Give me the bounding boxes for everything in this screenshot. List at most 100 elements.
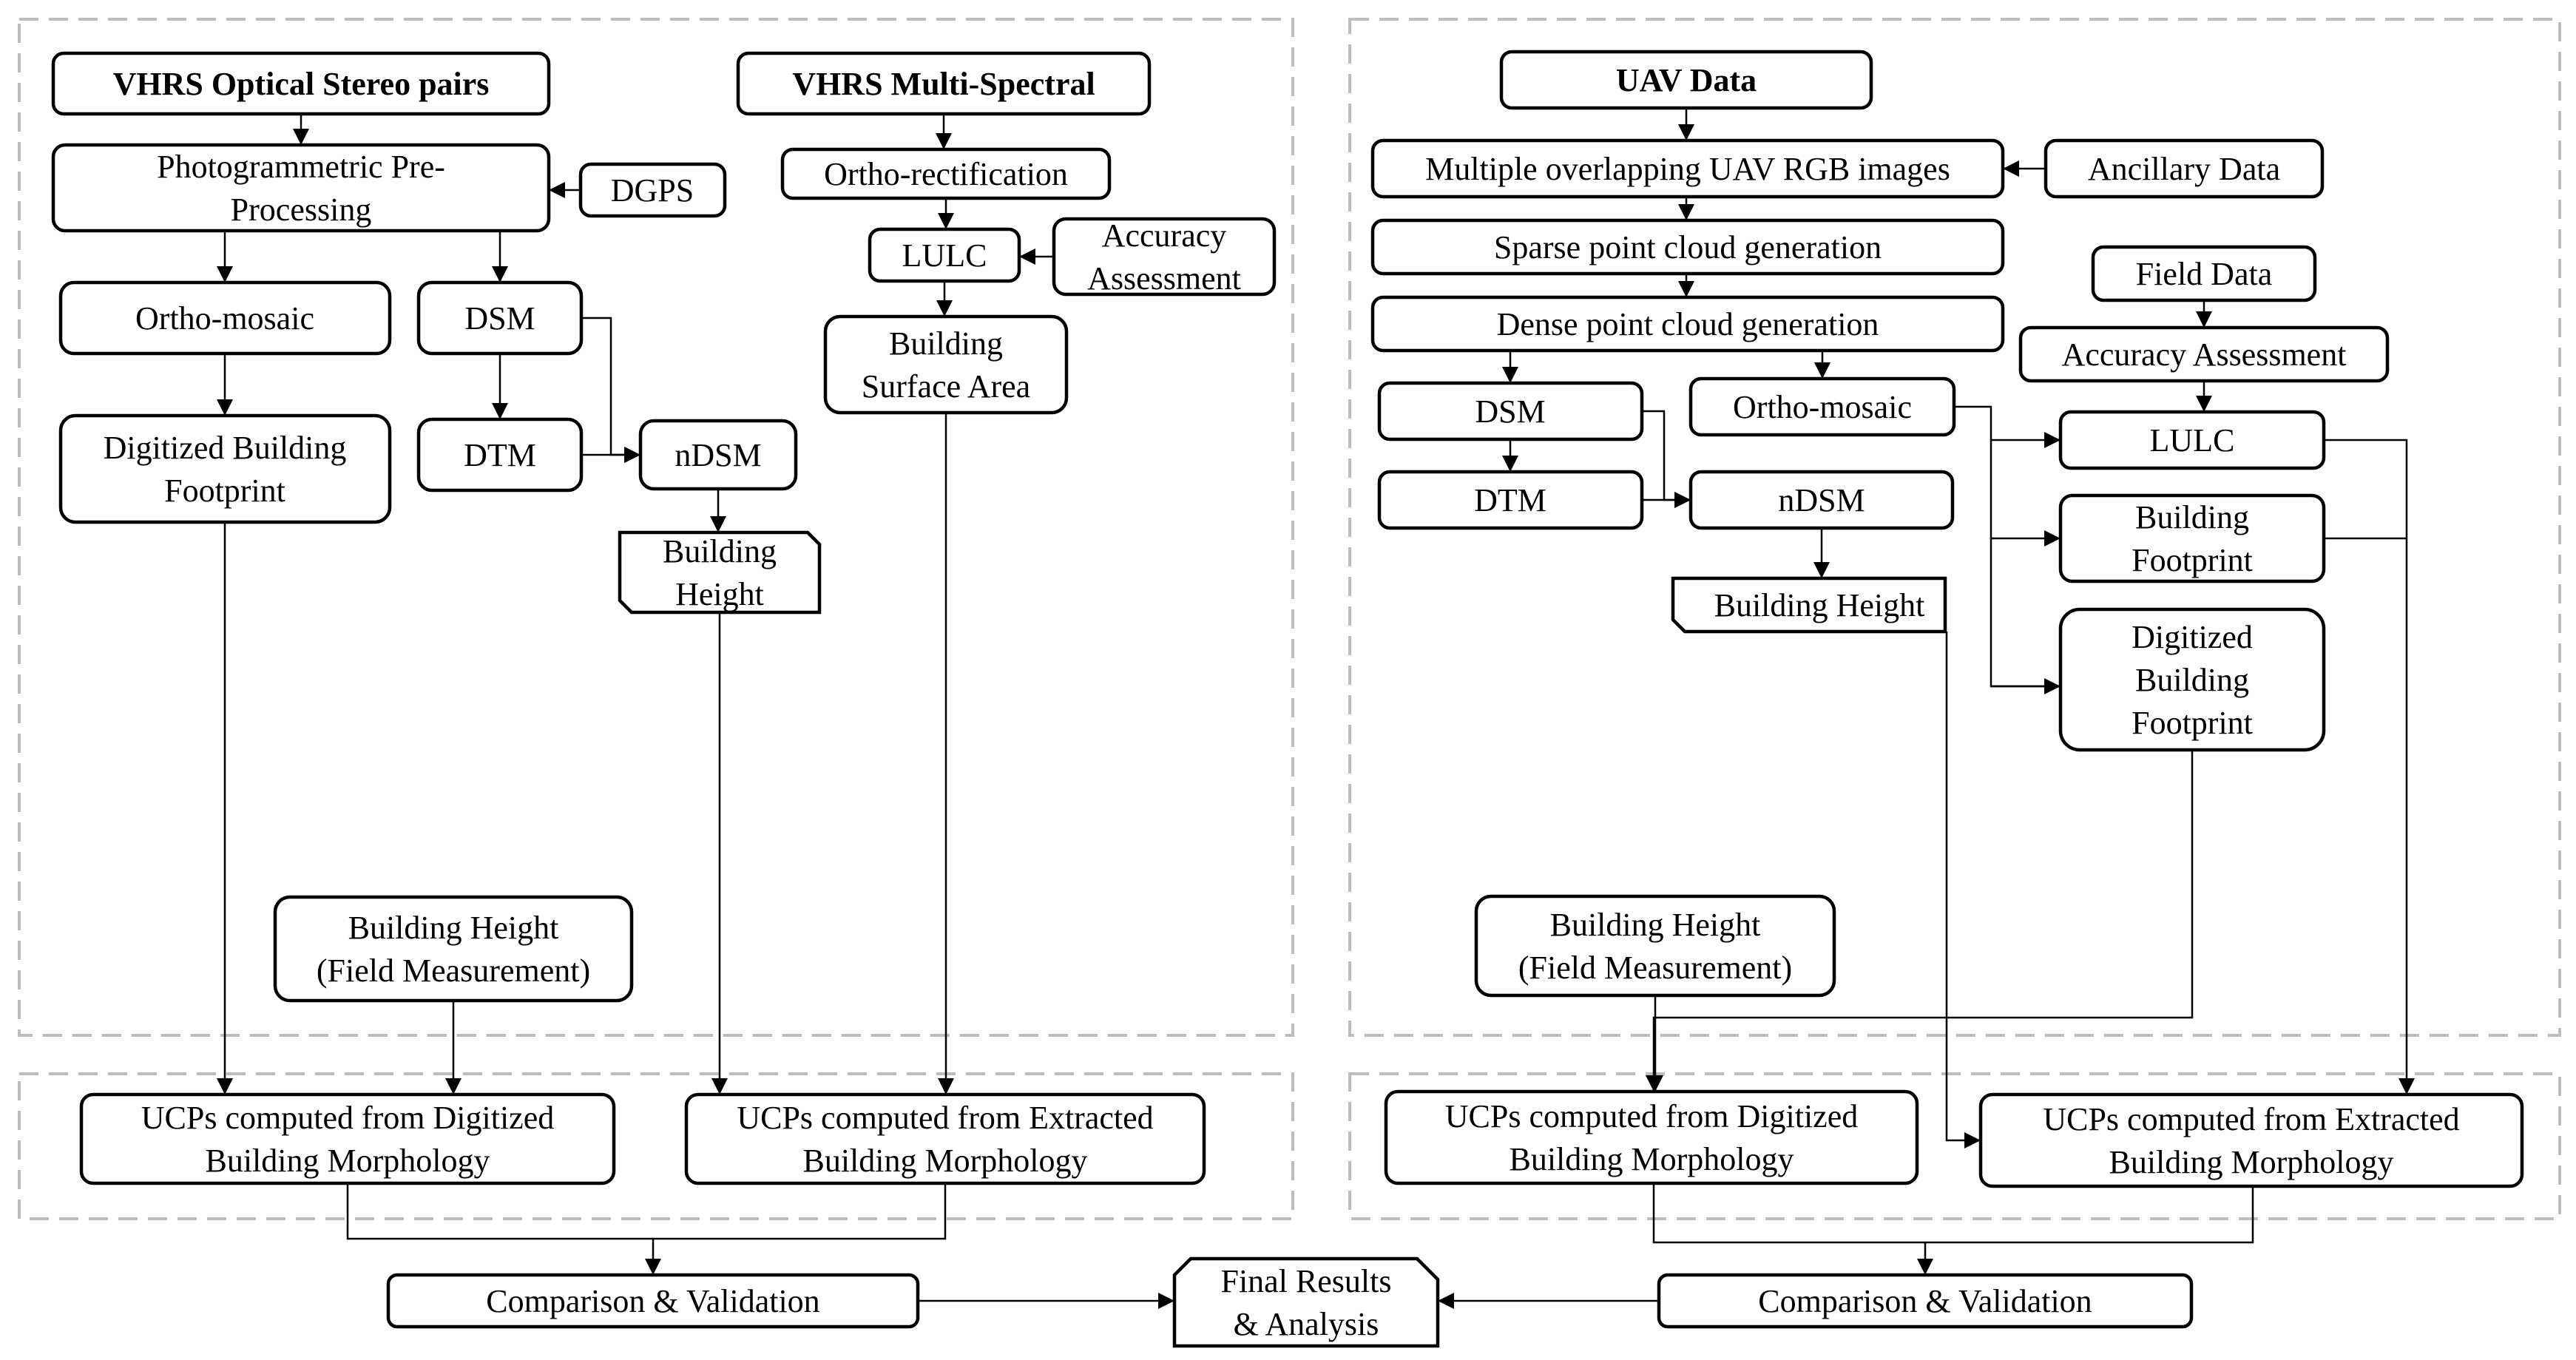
- ucp-ext-left-label-line: Building Morphology: [802, 1143, 1087, 1179]
- svg-text:nDSM: nDSM: [1778, 482, 1865, 518]
- svg-text:Ancillary Data: Ancillary Data: [2088, 151, 2280, 187]
- ortho-mosaic-right-label-line: Ortho-mosaic: [1733, 389, 1912, 425]
- lulc-right-label-line: LULC: [2150, 422, 2235, 459]
- vhrs-stereo-label-line: VHRS Optical Stereo pairs: [113, 66, 490, 102]
- ndsm-left-label-line: nDSM: [675, 437, 761, 473]
- dtm-left-label-line: DTM: [464, 437, 536, 473]
- svg-text:UAV Data: UAV Data: [1616, 62, 1757, 98]
- svg-text:DSM: DSM: [464, 300, 535, 336]
- node-comparison-validation-right: Comparison & Validation: [1657, 1273, 2194, 1329]
- connector-41: [1652, 1183, 2254, 1244]
- node-accuracy-assessment-right: Accuracy Assessment: [2018, 325, 2390, 383]
- node-ndsm-left: nDSM: [638, 419, 798, 491]
- connector-17: [346, 1183, 947, 1240]
- ucp-dig-right-label-line: UCPs computed from Digitized: [1445, 1098, 1859, 1134]
- compare-right-label-line: Comparison & Validation: [1758, 1283, 2092, 1319]
- svg-text:Sparse point cloud generation: Sparse point cloud generation: [1494, 229, 1882, 265]
- ucp-dig-right-label-line: Building Morphology: [1509, 1141, 1794, 1177]
- building-height-right-label-line: Building Height: [1714, 587, 1925, 623]
- digitized-footprint-left-label-line: Footprint: [164, 473, 285, 509]
- node-comparison-validation-left: Comparison & Validation: [386, 1273, 920, 1329]
- node-dgps: DGPS: [578, 162, 727, 218]
- field-height-left-label-line: Building Height: [348, 910, 559, 946]
- sparse-label-line: Sparse point cloud generation: [1494, 229, 1882, 265]
- building-height-left-label-line: Building: [663, 533, 777, 569]
- svg-text:nDSM: nDSM: [675, 437, 761, 473]
- digitized-footprint-left-label-line: Digitized Building: [104, 430, 347, 466]
- digitized-footprint-right-label-line: Building: [2135, 662, 2249, 698]
- digitized-footprint-right-label-line: Digitized: [2132, 619, 2253, 655]
- svg-text:Comparison & Validation: Comparison & Validation: [486, 1283, 819, 1319]
- dsm-right-label-line: DSM: [1475, 393, 1545, 430]
- svg-text:Multiple overlapping UAV RGB i: Multiple overlapping UAV RGB images: [1425, 151, 1950, 187]
- node-lulc-left: LULC: [868, 227, 1021, 283]
- node-vhrs-optical-stereo-pairs: VHRS Optical Stereo pairs: [51, 51, 551, 116]
- accuracy-left-label-line: Accuracy: [1102, 217, 1227, 254]
- node-final-results-analysis: Final Results& Analysis: [1172, 1256, 1440, 1348]
- photogrammetric-label-line: Processing: [231, 192, 372, 228]
- uav-images-label-line: Multiple overlapping UAV RGB images: [1425, 151, 1950, 187]
- node-field-height-right: Building Height (Field Measurement): [1474, 894, 1836, 998]
- surface-area-label-line: Building: [889, 325, 1003, 362]
- dtm-right-label-line: DTM: [1474, 482, 1546, 518]
- connector-38: [1945, 632, 1981, 1148]
- node-ndsm-right: nDSM: [1688, 470, 1955, 530]
- svg-text:Building Height(Field Measurem: Building Height (Field Measurement): [317, 910, 590, 989]
- field-height-right-label-line: Building Height: [1550, 907, 1761, 943]
- vhrs-ms-label-line: VHRS Multi-Spectral: [792, 66, 1095, 102]
- node-dense-point-cloud: Dense point cloud generation: [1370, 295, 2005, 353]
- compare-left-label-line: Comparison & Validation: [486, 1283, 819, 1319]
- svg-text:Comparison & Validation: Comparison & Validation: [1758, 1283, 2092, 1319]
- svg-text:Photogrammetric Pre-Processing: Photogrammetric Pre-Processing: [157, 149, 445, 228]
- ortho-mosaic-left-label-line: Ortho-mosaic: [135, 300, 314, 336]
- field-height-right-label-line: (Field Measurement): [1518, 950, 1792, 986]
- node-photogrammetric-pre-processing: Photogrammetric Pre-Processing: [51, 143, 551, 233]
- building-footprint-right-label-line: Footprint: [2132, 542, 2253, 578]
- group-frames: [18, 18, 2561, 1220]
- node-ortho-rectification: Ortho-rectification: [780, 147, 1112, 200]
- ucp-ext-right-label-line: Building Morphology: [2109, 1144, 2393, 1180]
- node-building-height-right: Building Height: [1671, 576, 1947, 634]
- connectors: [217, 108, 2415, 1309]
- ucp-ext-right-label-line: UCPs computed from Extracted: [2043, 1101, 2459, 1137]
- svg-text:VHRS Multi-Spectral: VHRS Multi-Spectral: [792, 66, 1095, 102]
- field-height-left-label-line: (Field Measurement): [317, 953, 590, 989]
- frame-vhrs-ucps: [18, 1072, 1294, 1220]
- ortho-rect-label-line: Ortho-rectification: [824, 156, 1068, 192]
- node-dtm-right: DTM: [1377, 470, 1644, 530]
- digitized-footprint-right-label-line: Footprint: [2132, 705, 2253, 741]
- svg-text:Ortho-mosaic: Ortho-mosaic: [135, 300, 314, 336]
- final-label-line: Final Results: [1220, 1263, 1391, 1299]
- svg-text:DTM: DTM: [464, 437, 536, 473]
- connector-39: [2324, 439, 2415, 1095]
- svg-text:Dense point cloud generation: Dense point cloud generation: [1497, 306, 1879, 342]
- frame-vhrs-processing: [18, 18, 1294, 1037]
- svg-text:Ortho-rectification: Ortho-rectification: [824, 156, 1068, 192]
- connector-36: [1646, 750, 2194, 1092]
- node-sparse-point-cloud: Sparse point cloud generation: [1370, 218, 2005, 276]
- svg-text:VHRS Optical Stereo pairs: VHRS Optical Stereo pairs: [113, 66, 490, 102]
- building-footprint-right-label-line: Building: [2135, 499, 2249, 535]
- dgps-label-line: DGPS: [611, 172, 694, 209]
- nodes: VHRS Optical Stereo pairs Photogrammetri…: [51, 50, 2524, 1348]
- uav-data-label-line: UAV Data: [1616, 62, 1757, 98]
- frame-uav-processing: [1348, 18, 2561, 1037]
- node-dtm-left: DTM: [416, 417, 584, 493]
- svg-text:DGPS: DGPS: [611, 172, 694, 209]
- node-dsm-right: DSM: [1377, 381, 1644, 442]
